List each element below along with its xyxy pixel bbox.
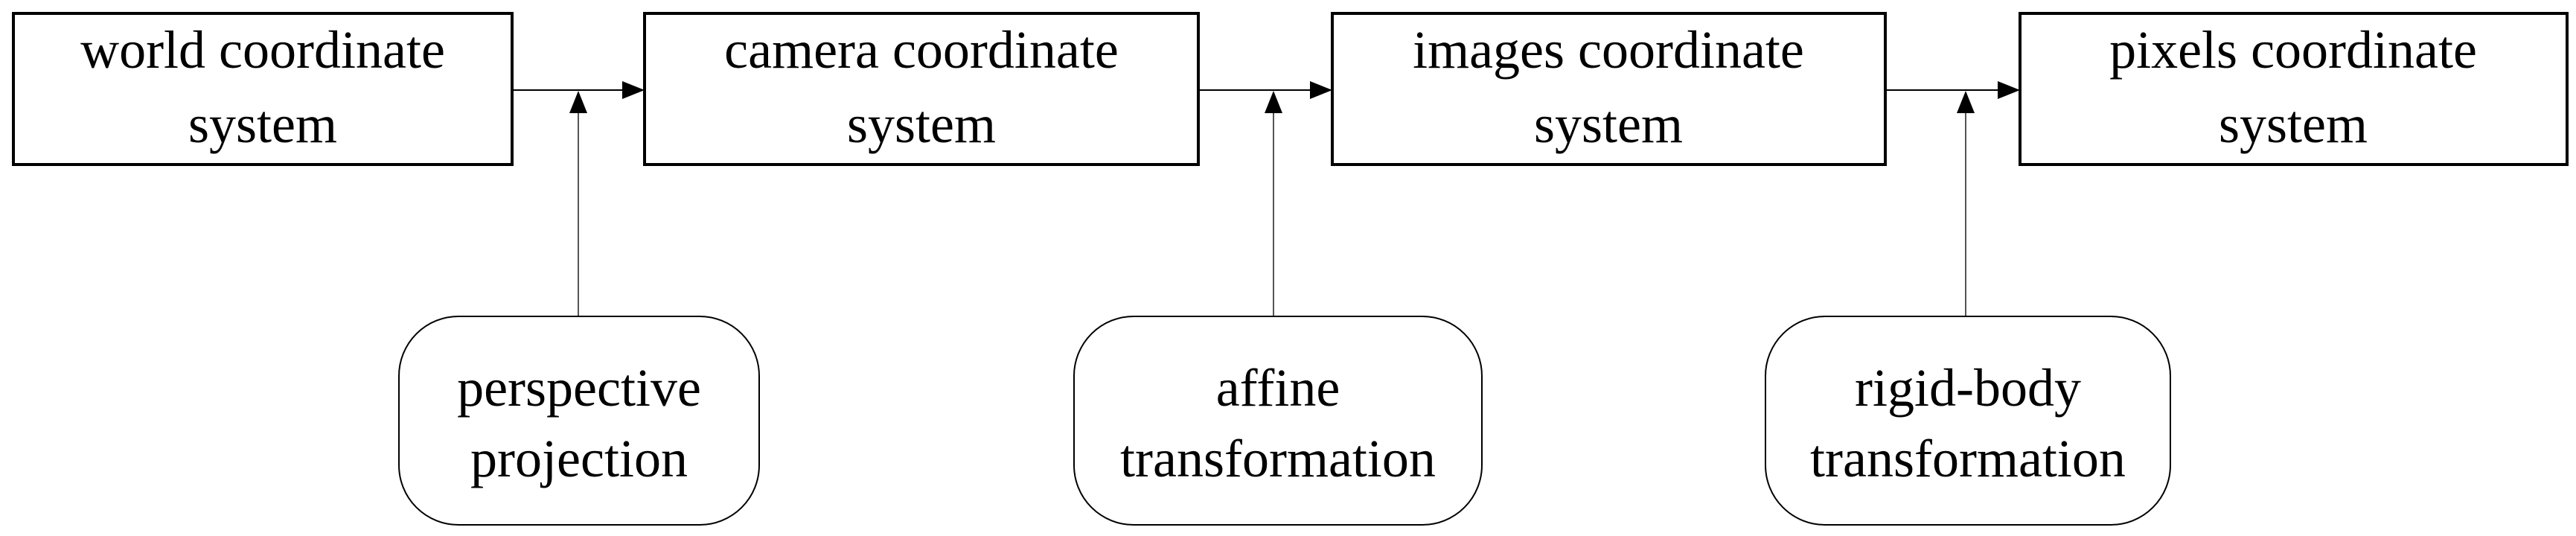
operation-affine-label-line2: transformation	[1120, 429, 1436, 488]
operation-affine-label-line1: affine	[1216, 358, 1340, 418]
box-images-label-line2: system	[1534, 95, 1683, 154]
connector-perspective-projection	[569, 91, 587, 316]
arrowhead-up-icon	[569, 91, 587, 113]
connector-affine-transformation	[1265, 91, 1282, 316]
operation-perspective-projection: perspective projection	[398, 316, 760, 526]
operation-perspective-label-line1: perspective	[457, 358, 701, 418]
box-pixels-label-line1: pixels coordinate	[2109, 20, 2477, 80]
arrowhead-up-icon	[1265, 91, 1282, 113]
operation-affine-transformation: affine transformation	[1073, 316, 1483, 526]
box-pixels-label-line2: system	[2219, 95, 2368, 154]
operation-rigid-body-label-line2: transformation	[1810, 429, 2126, 488]
arrowhead-right-icon	[1310, 81, 1332, 99]
box-camera-coordinate-system: camera coordinate system	[643, 12, 1200, 166]
box-world-label-line1: world coordinate	[80, 20, 445, 80]
arrowhead-right-icon	[622, 81, 645, 99]
connector-images-to-pixels	[1885, 81, 2020, 99]
box-world-coordinate-system: world coordinate system	[12, 12, 514, 166]
box-world-label-line2: system	[188, 95, 337, 154]
operation-perspective-label-line2: projection	[470, 429, 688, 488]
box-images-coordinate-system: images coordinate system	[1331, 12, 1887, 166]
arrowhead-right-icon	[1998, 81, 2020, 99]
connector-camera-to-images	[1198, 81, 1332, 99]
operation-rigid-body-transformation: rigid-body transformation	[1765, 316, 2171, 526]
box-images-label-line1: images coordinate	[1413, 20, 1804, 80]
connector-rigid-body-transformation	[1957, 91, 1975, 316]
arrowhead-up-icon	[1957, 91, 1975, 113]
box-camera-label-line2: system	[847, 95, 996, 154]
box-pixels-coordinate-system: pixels coordinate system	[2019, 12, 2569, 166]
box-camera-label-line1: camera coordinate	[724, 20, 1119, 80]
operation-rigid-body-label-line1: rigid-body	[1855, 358, 2081, 418]
connector-world-to-camera	[512, 81, 645, 99]
